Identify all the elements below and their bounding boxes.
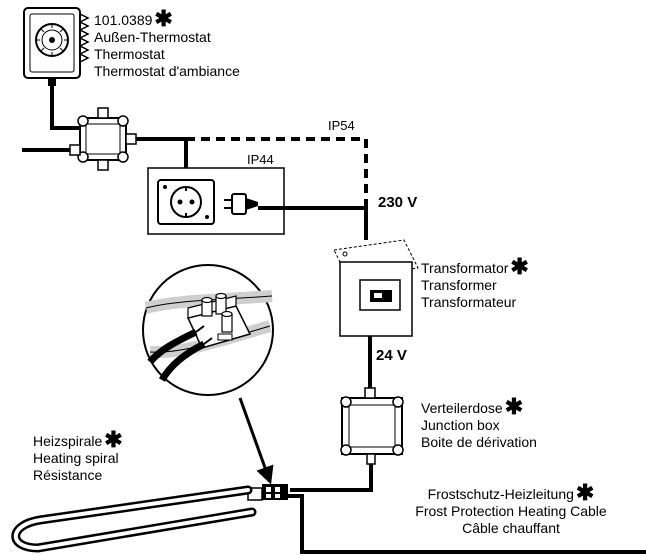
frost-cable-name-de: Frostschutz-Heizleitung: [427, 486, 574, 502]
ip54-rating: IP54: [328, 118, 355, 133]
junction-box-name-en: Junction box: [421, 417, 500, 433]
transformer-icon: [333, 239, 419, 337]
transformer-name-fr: Transformateur: [421, 294, 517, 310]
transformer-name-de: Transformator: [421, 260, 509, 276]
asterisk-icon: ✱: [575, 480, 595, 505]
junction-box-icon: [69, 107, 137, 171]
heating-spiral-name-en: Heating spiral: [33, 450, 119, 466]
heating-spiral-label: Heizspirale✱ Heating spiral Résistance: [33, 429, 123, 484]
connector-terminal-icon: [147, 292, 252, 382]
socket-icon: [157, 179, 215, 225]
plug-icon: [224, 193, 258, 215]
heating-connector-icon: [247, 484, 288, 501]
junction-box-label: Verteilerdose✱ Junction box Boite de dér…: [421, 396, 537, 451]
frost-cable-name-fr: Câble chauffant: [462, 520, 560, 536]
arrow-down-icon: [238, 397, 274, 485]
transformer-label: Transformator✱ Transformer Transformateu…: [421, 256, 529, 311]
voltage-230: 230 V: [378, 194, 418, 211]
junction-box-name-fr: Boite de dérivation: [421, 434, 537, 450]
heating-spiral-name-de: Heizspirale: [33, 433, 103, 449]
thermostat-icon: [23, 7, 90, 86]
asterisk-icon: ✱: [104, 427, 123, 452]
heating-spiral-name-fr: Résistance: [33, 467, 103, 483]
asterisk-icon: ✱: [510, 254, 529, 279]
junction-box-name-de: Verteilerdose: [421, 400, 503, 416]
frost-cable-line: [288, 494, 646, 554]
frost-cable-label: Frostschutz-Heizleitung✱ Frost Protectio…: [380, 482, 642, 537]
asterisk-icon: ✱: [154, 6, 173, 31]
thermostat-name-en: Thermostat: [94, 46, 165, 62]
thermostat-name-fr: Thermostat d'ambiance: [94, 63, 240, 79]
thermostat-label: 101.0389✱ Außen-Thermostat Thermostat Th…: [94, 8, 240, 80]
thermostat-code: 101.0389: [94, 12, 153, 28]
voltage-24: 24 V: [376, 347, 407, 364]
junction-box-icon-lower: [340, 387, 404, 465]
transformer-name-en: Transformer: [421, 277, 497, 293]
frost-cable-name-en: Frost Protection Heating Cable: [415, 503, 607, 519]
ip44-rating: IP44: [247, 152, 274, 167]
thermostat-name-de: Außen-Thermostat: [94, 29, 211, 45]
asterisk-icon: ✱: [504, 394, 524, 419]
